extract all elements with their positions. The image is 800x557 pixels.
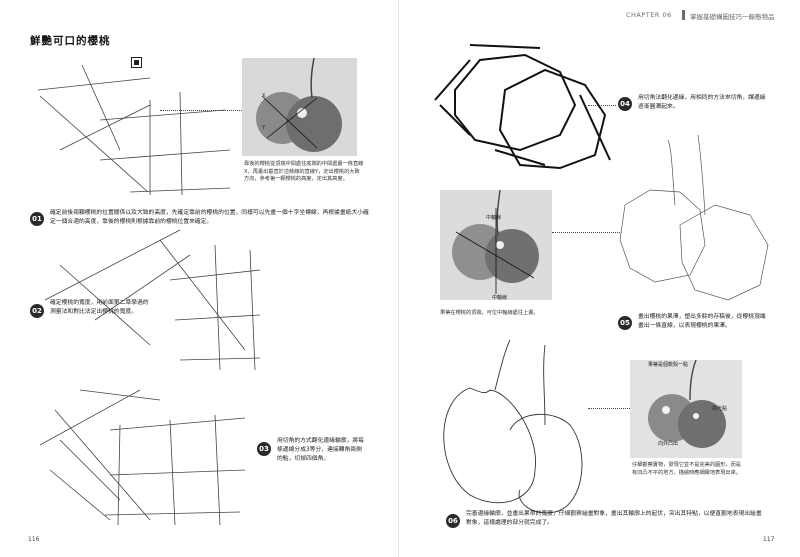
step05-sketch	[619, 134, 769, 301]
step-text-03: 用切角的方式翻化邊緣輪廓，將每條邊線分成3等分，連接轉角兩側的點，切掉四個角。	[277, 438, 364, 462]
axis-label-top: 中軸線	[486, 215, 502, 221]
pencil-note-icon	[131, 57, 142, 68]
photo-caption: 靠後的櫻桃從頂端中間處往底端的中間處畫一條直線X，再畫出垂直於這條線的直線Y，定…	[244, 161, 364, 183]
axis-label-y: Y	[262, 125, 266, 131]
page-title: 鮮艷可口的櫻桃	[30, 35, 111, 47]
light-label-right: 高光點	[712, 406, 728, 412]
step-text-04: 用切角法翻化邊緣，用相同的方法來切角，讓邊緣逐漸圓潤起來。	[638, 95, 766, 110]
axis-label-x: X	[262, 93, 266, 99]
chapter-label: CHAPTER 06	[626, 11, 672, 19]
axis-photo-caption: 果蒂在櫻桃的頂端，可位中軸線處往上畫。	[440, 310, 539, 316]
light-label-bottom: 向外凸出	[658, 441, 679, 447]
connector-line-axis	[552, 232, 620, 233]
step-text-05: 畫出櫻桃的果澤，塑出多餘的存稿後，從櫻桃頂端畫出一條直線，以表現櫻桃的果澤。	[638, 314, 766, 329]
step03-sketch	[39, 389, 246, 526]
header-divider	[682, 10, 685, 20]
page-gutter	[398, 0, 399, 557]
step01-sketch	[37, 64, 231, 196]
step-text-06: 完善邊緣輪廓，並畫出果帶的寬度，仔細觀察繪畫對象，畫出其輪廓上的起伏，突出其特點…	[466, 511, 762, 526]
step-badge-03: 03	[257, 442, 271, 456]
step-badge-05: 05	[618, 316, 632, 330]
step06-sketch	[443, 339, 583, 514]
chapter-subtitle: 掌握基礎構圖技巧一靜態物品	[690, 13, 775, 21]
page-number-right: 117	[763, 536, 775, 543]
cherry-photo-axis	[440, 190, 552, 300]
connector-line-04	[588, 105, 616, 106]
connector-line-light	[588, 408, 630, 409]
step-badge-01: 01	[30, 212, 44, 226]
step-badge-02: 02	[30, 304, 44, 318]
step02-sketch	[44, 229, 261, 371]
step-badge-06: 06	[446, 514, 460, 528]
step04-sketch	[434, 44, 611, 170]
axis-label-bottom: 中軸線	[492, 295, 508, 301]
cherry-photo-xy	[242, 58, 357, 156]
running-header: CHAPTER 06 掌握基礎構圖技巧一靜態物品	[600, 9, 792, 23]
light-label-top: 果蒂是個軟殼一點	[648, 362, 689, 368]
page-number-left: 116	[28, 536, 40, 543]
connector-line	[160, 110, 242, 111]
step-badge-04: 04	[618, 97, 632, 111]
cherry-photo-light	[630, 360, 742, 458]
light-caption: 仔細觀察實物，發現它並不是完美的圓形，而是有凹凸不平的地方，描繪時應細緻地表現出…	[632, 462, 741, 476]
step-text-02: 確定櫻桃的寬度，用前面第二章學過的測量法和對比法定出櫻桃的寬度。	[50, 300, 149, 315]
step-text-01: 確定前後兩顆櫻桃的位置關係以及大致的高度，先確定靠前的櫻桃的位置，同樣可以先畫一…	[50, 210, 369, 225]
